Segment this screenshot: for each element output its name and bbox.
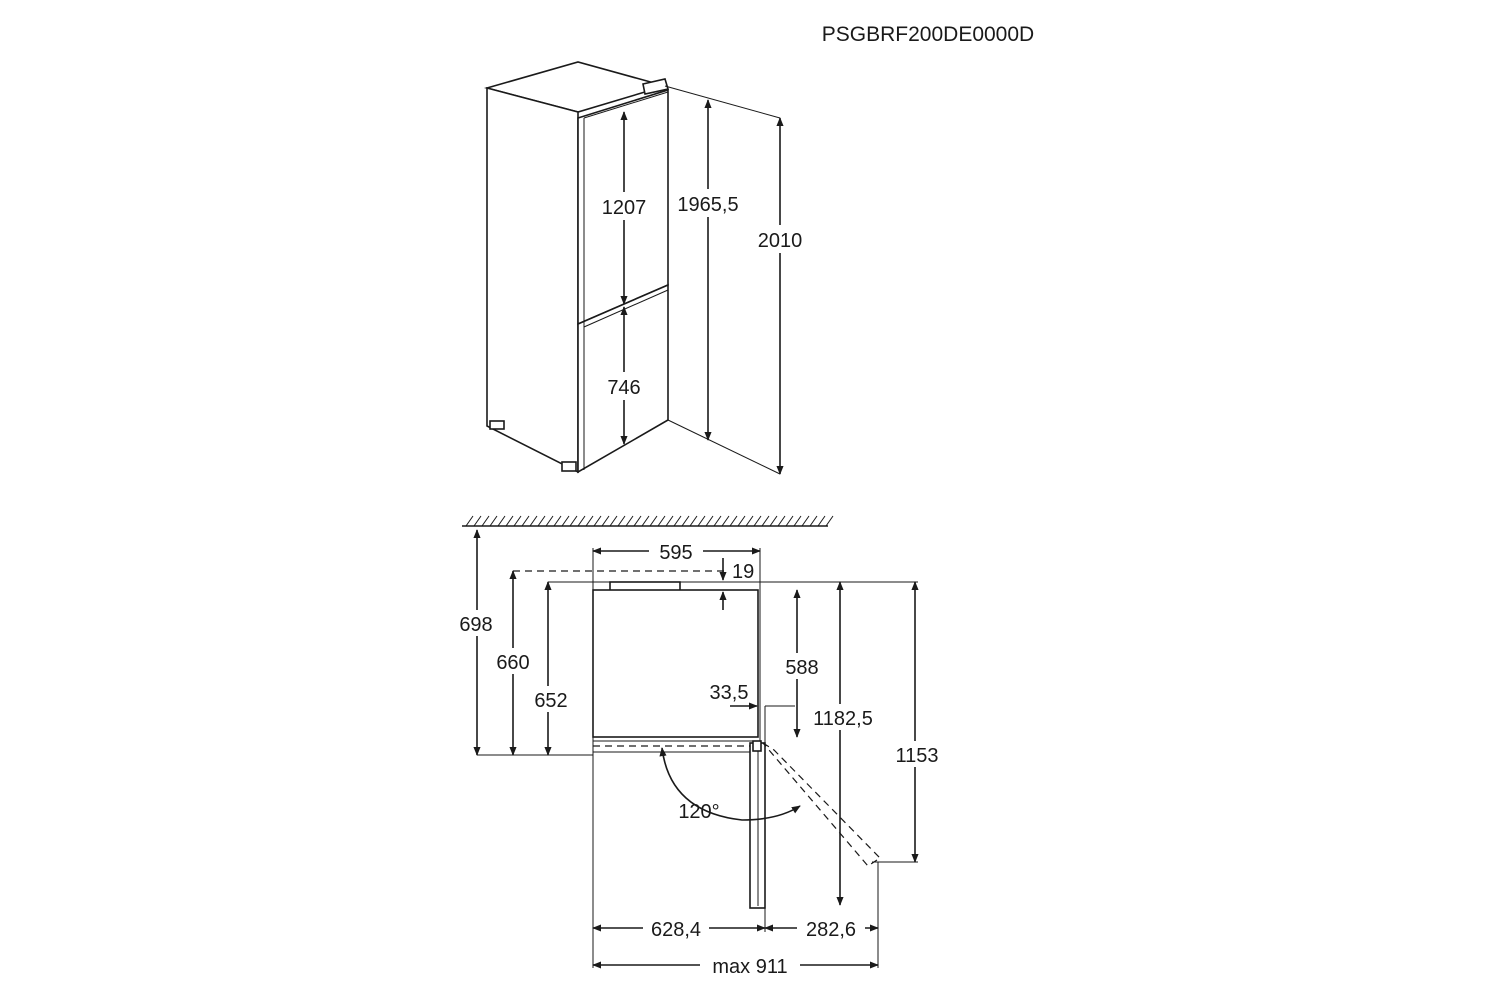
door-open-120 <box>762 742 881 867</box>
wall-hatch-stroke <box>689 515 698 527</box>
cabinet-plan <box>592 589 759 738</box>
wall-hatch-stroke <box>465 515 474 527</box>
wall-hatch-stroke <box>529 515 538 527</box>
wall-hatch-stroke <box>513 515 522 527</box>
dim-fridge-door-height: 1207 <box>602 197 647 219</box>
wall-hatch-stroke <box>553 515 562 527</box>
wall-hatch <box>465 515 834 527</box>
wall-hatch-stroke <box>801 515 810 527</box>
wall-hatch-stroke <box>809 515 818 527</box>
wall-hatch-stroke <box>617 515 626 527</box>
fridge-plan-view <box>462 515 919 969</box>
wall-hatch-stroke <box>785 515 794 527</box>
wall-hatch-stroke <box>561 515 570 527</box>
wall-hatch-stroke <box>825 515 834 527</box>
wall-hatch-stroke <box>793 515 802 527</box>
wall-hatch-stroke <box>673 515 682 527</box>
fridge-3d-view <box>483 61 784 475</box>
wall-hatch-stroke <box>585 515 594 527</box>
wall-hatch-stroke <box>601 515 610 527</box>
dim-width-door-90: 628,4 <box>651 919 701 941</box>
wall-hatch-stroke <box>769 515 778 527</box>
wall-hatch-stroke <box>569 515 578 527</box>
dim-door-offset: 33,5 <box>710 682 749 704</box>
wall-hatch-stroke <box>817 515 826 527</box>
wall-hatch-stroke <box>729 515 738 527</box>
dim-door-extension: 282,6 <box>806 919 856 941</box>
dim-freezer-door-height: 746 <box>607 377 640 399</box>
wall-hatch-stroke <box>745 515 754 527</box>
wall-hatch-stroke <box>705 515 714 527</box>
wall-hatch-stroke <box>649 515 658 527</box>
wall-hatch-stroke <box>545 515 554 527</box>
dim-total-height: 2010 <box>758 230 803 252</box>
wall-hatch-stroke <box>489 515 498 527</box>
dim-wall-gap: 19 <box>732 561 754 583</box>
wall-hatch-stroke <box>497 515 506 527</box>
wall-hatch-stroke <box>473 515 482 527</box>
dim-depth-660: 660 <box>496 652 529 674</box>
wall-hatch-stroke <box>521 515 530 527</box>
wall-hatch-stroke <box>753 515 762 527</box>
wall-hatch-stroke <box>721 515 730 527</box>
wall-hatch-stroke <box>697 515 706 527</box>
wall-hatch-stroke <box>537 515 546 527</box>
wall-hatch-stroke <box>777 515 786 527</box>
wall-hatch-stroke <box>657 515 666 527</box>
dim-depth-spacer: 698 <box>459 614 492 636</box>
wall-hatch-stroke <box>633 515 642 527</box>
wall-hatch-stroke <box>609 515 618 527</box>
dim-depth-652: 652 <box>534 690 567 712</box>
dim-depth-door-120: 1153 <box>895 745 938 767</box>
model-code: PSGBRF200DE0000D <box>822 23 1034 46</box>
wall-hatch-stroke <box>761 515 770 527</box>
dim-depth-door-open: 1182,5 <box>813 708 873 730</box>
dim-max-width: max 911 <box>712 956 787 978</box>
wall-hatch-stroke <box>737 515 746 527</box>
dim-cabinet-depth: 588 <box>785 657 818 679</box>
wall-hatch-stroke <box>641 515 650 527</box>
wall-hatch-stroke <box>593 515 602 527</box>
wall-hatch-stroke <box>681 515 690 527</box>
dim-door-angle: 120° <box>678 801 719 823</box>
wall-hatch-stroke <box>505 515 514 527</box>
wall-hatch-stroke <box>481 515 490 527</box>
dim-width: 595 <box>659 542 692 564</box>
dim-body-height: 1965,5 <box>677 194 738 216</box>
wall-hatch-stroke <box>665 515 674 527</box>
wall-hatch-stroke <box>713 515 722 527</box>
wall-hatch-stroke <box>577 515 586 527</box>
wall-hatch-stroke <box>625 515 634 527</box>
